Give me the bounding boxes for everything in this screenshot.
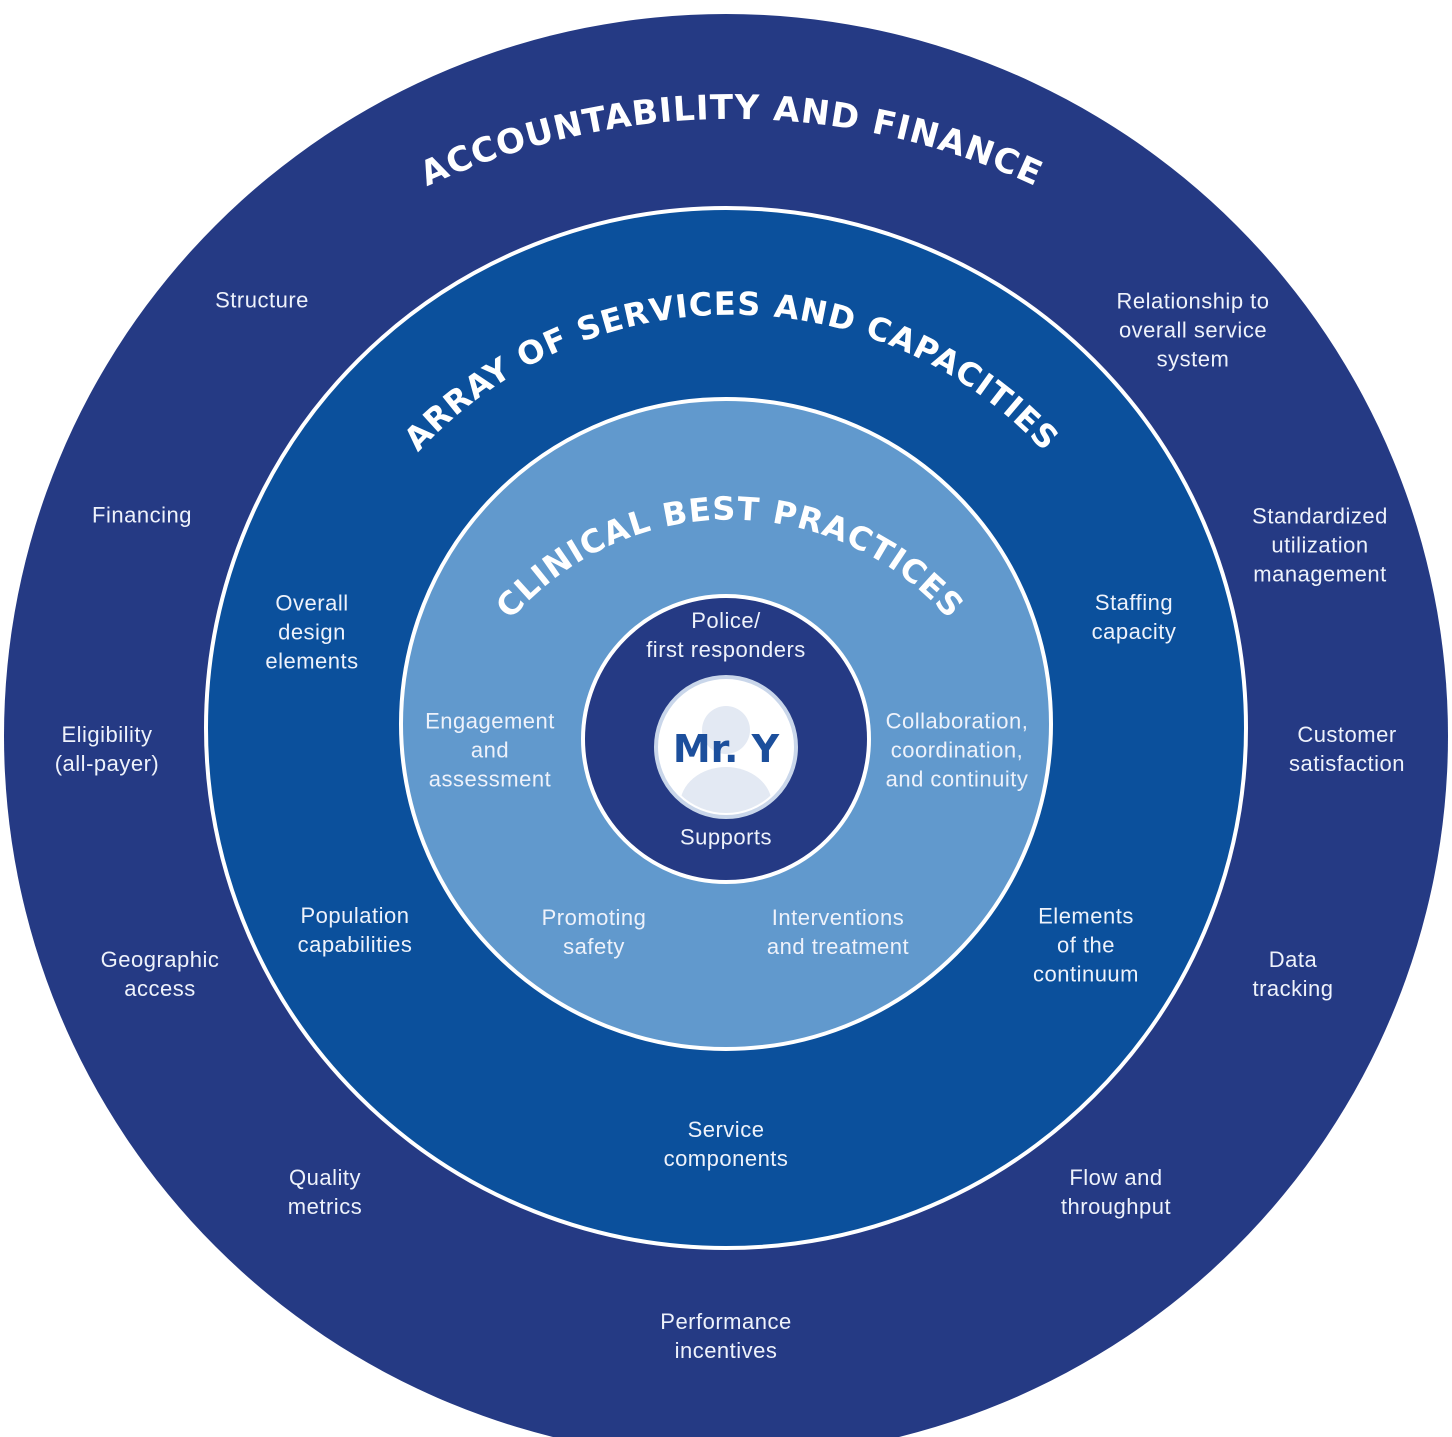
- performance-incentives-label: Performance incentives: [660, 1309, 792, 1363]
- geographic-access-label: Geographic access: [100, 947, 220, 1001]
- flow-throughput-label: Flow and throughput: [1060, 1165, 1172, 1219]
- police-first-responders-label: Police/ first responders: [646, 608, 806, 662]
- structure-label: Structure: [215, 287, 309, 313]
- staffing-capacity-label: Staffing capacity: [1091, 590, 1177, 644]
- engagement-assessment-label: Engagement and assessment: [425, 708, 555, 792]
- service-components-label: Service components: [663, 1117, 789, 1171]
- elements-continuum-label: Elements of the continuum: [1032, 903, 1140, 987]
- overall-design-label: Overall design elements: [265, 590, 359, 674]
- person-silhouette-icon: [680, 706, 772, 813]
- promoting-safety-label: Promoting safety: [541, 905, 647, 959]
- eligibility-label: Eligibility (all-payer): [54, 722, 160, 776]
- customer-satisfaction-label: Customer satisfaction: [1288, 722, 1406, 776]
- center-person-name: Mr. Y: [672, 727, 780, 771]
- interventions-treatment-label: Interventions and treatment: [766, 905, 910, 959]
- relationship-service-system-label: Relationship to overall service system: [1116, 288, 1270, 372]
- utilization-management-label: Standardized utilization management: [1252, 503, 1388, 587]
- financing-label: Financing: [92, 502, 192, 528]
- supports-label: Supports: [679, 824, 773, 850]
- population-capabilities-label: Population capabilities: [297, 903, 413, 957]
- data-tracking-label: Data tracking: [1252, 947, 1334, 1001]
- collaboration-coordination-label: Collaboration, coordination, and continu…: [885, 708, 1029, 792]
- quality-metrics-label: Quality metrics: [287, 1165, 363, 1219]
